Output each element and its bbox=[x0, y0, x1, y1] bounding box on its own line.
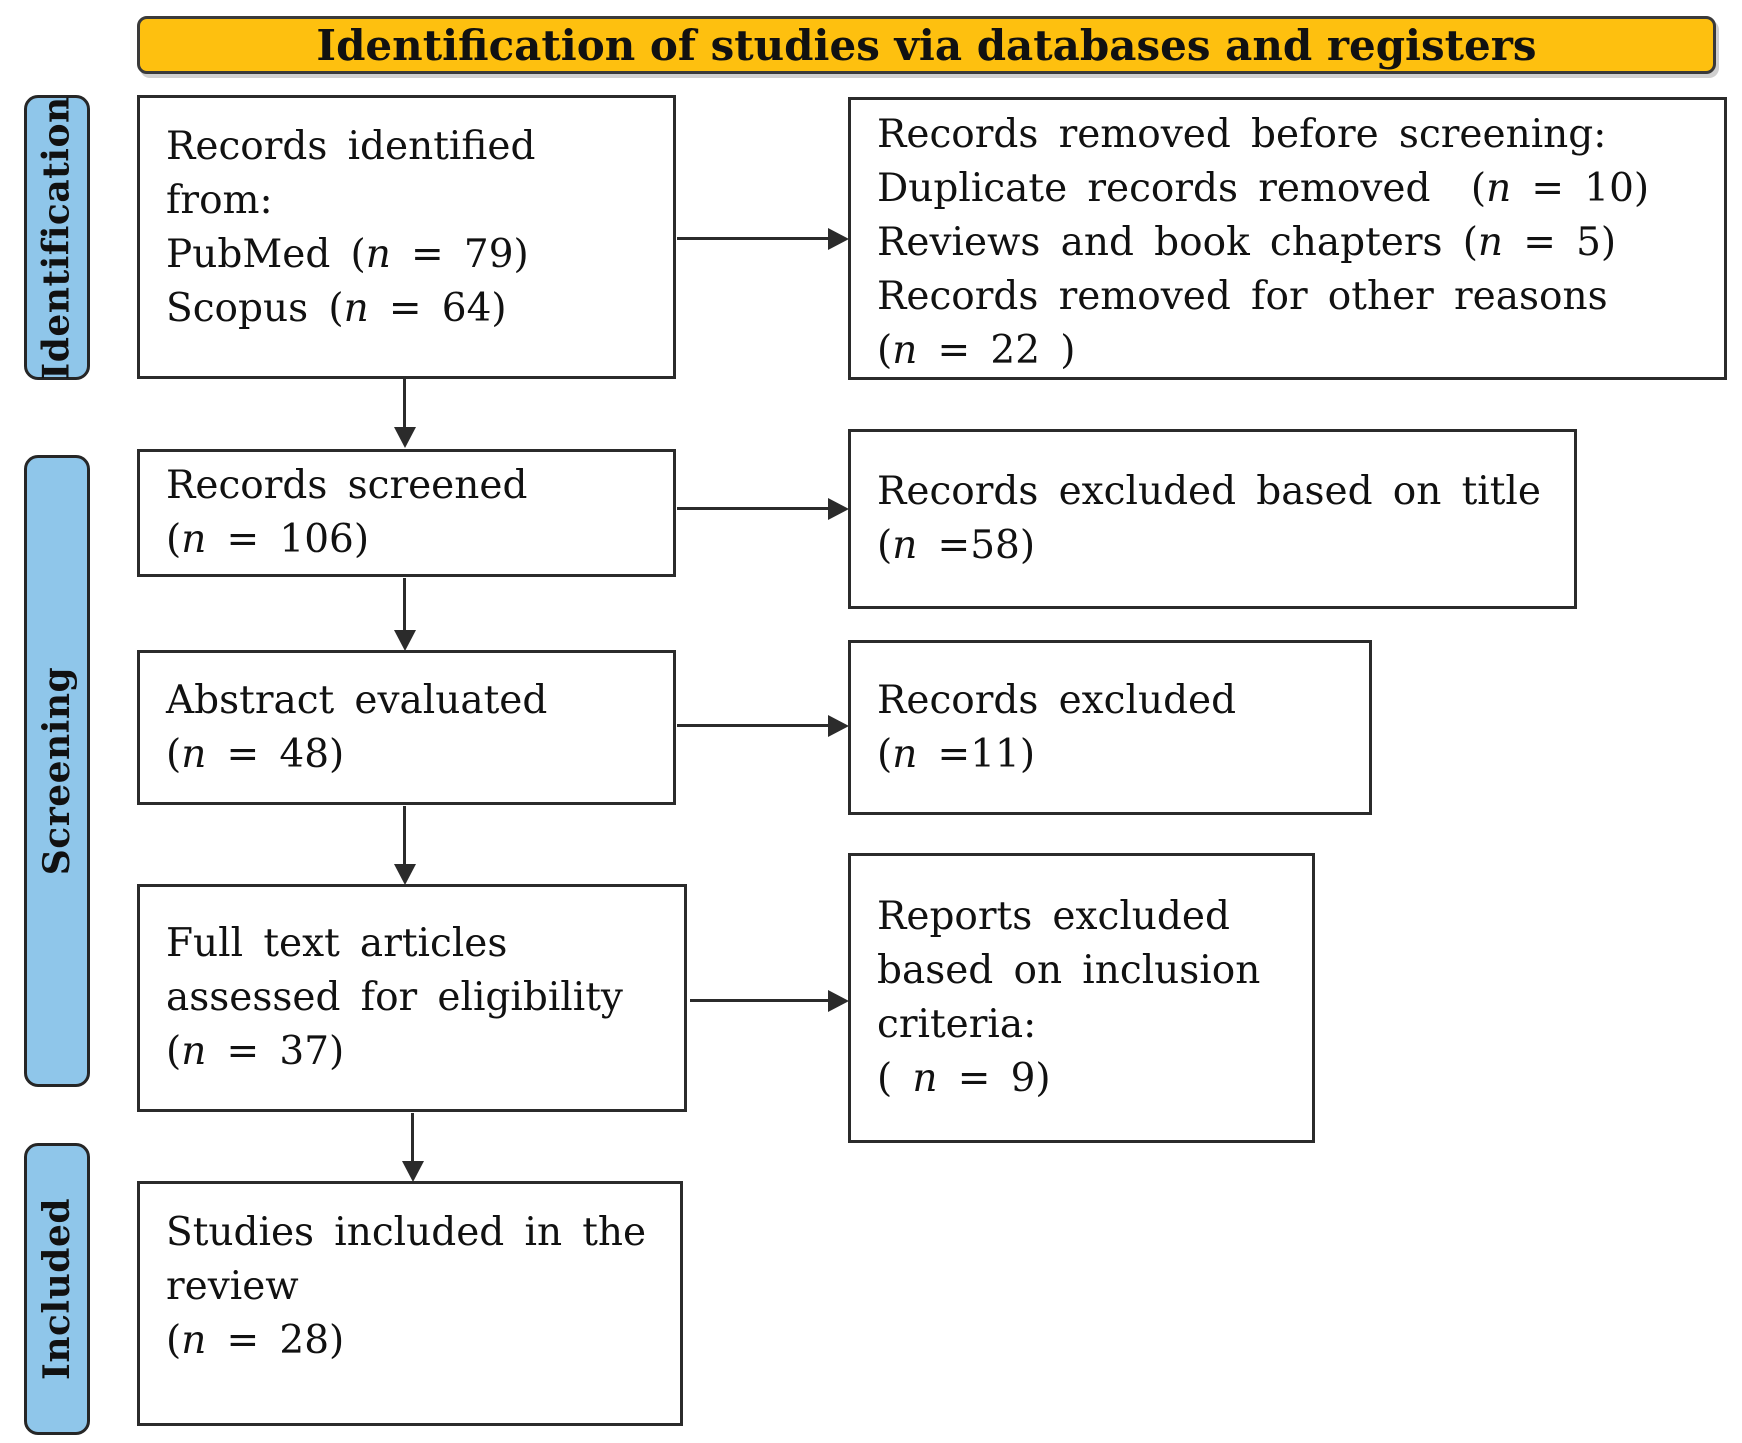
box-records-excluded-title: Records excluded based on title (n =58) bbox=[848, 429, 1577, 609]
n-symbol: n bbox=[1477, 220, 1504, 265]
count-pre: ( bbox=[877, 1056, 913, 1101]
count-post: =11) bbox=[917, 731, 1036, 777]
box-records-excluded-abstract: Records excluded (n =11) bbox=[848, 640, 1372, 815]
arrow-fulltext-to-reports-excluded bbox=[690, 999, 830, 1002]
full-text-count: (n = 37) bbox=[166, 1025, 674, 1079]
box-reports-excluded: Reports excluded based on inclusion crit… bbox=[848, 853, 1315, 1143]
stage-label-identification: Identification bbox=[24, 95, 90, 380]
records-identified-pubmed: PubMed (n = 79) bbox=[166, 228, 663, 282]
other-count: = 22 ) bbox=[917, 328, 1076, 373]
removed-duplicates: Duplicate records removed (n = 10) bbox=[877, 162, 1714, 216]
removed-before-line1: Records removed before screening: bbox=[877, 112, 1607, 157]
pubmed-count: = 79) bbox=[390, 232, 529, 277]
records-identified-line2: from: bbox=[166, 178, 273, 223]
full-text-line1: Full text articles bbox=[166, 921, 508, 966]
count-post: =58) bbox=[917, 523, 1036, 568]
rev-count: = 5) bbox=[1503, 220, 1617, 265]
n-symbol: n bbox=[892, 523, 918, 568]
stage-label-screening-text: Screening bbox=[36, 666, 79, 876]
excluded-title-count: (n =58) bbox=[877, 519, 1564, 573]
stage-label-screening: Screening bbox=[24, 455, 90, 1087]
reports-excluded-line1: Reports excluded bbox=[877, 894, 1230, 939]
arrowhead-right-icon bbox=[828, 990, 849, 1012]
excluded-abstract-line1: Records excluded bbox=[877, 677, 1237, 723]
arrowhead-down-icon bbox=[402, 1161, 424, 1182]
removed-reviews-chapters: Reviews and book chapters (n = 5) bbox=[877, 216, 1714, 270]
records-screened-line1: Records screened bbox=[166, 463, 528, 508]
n-symbol: n bbox=[181, 1318, 207, 1363]
reports-excluded-count: ( n = 9) bbox=[877, 1052, 1302, 1106]
reports-excluded-line2: based on inclusion bbox=[877, 948, 1261, 993]
abstract-evaluated-line1: Abstract evaluated bbox=[166, 677, 548, 723]
count-pre: ( bbox=[166, 731, 182, 777]
count-post: = 28) bbox=[206, 1318, 345, 1363]
arrow-identified-to-screened bbox=[403, 379, 406, 429]
records-identified-scopus: Scopus (n = 64) bbox=[166, 282, 663, 336]
studies-included-line2: review bbox=[166, 1264, 299, 1309]
removed-other-count: (n = 22 ) bbox=[877, 324, 1714, 378]
arrow-screened-to-abstract bbox=[403, 578, 406, 632]
box-records-removed-before-screening: Records removed before screening: Duplic… bbox=[848, 97, 1727, 380]
rev-pre: Reviews and book chapters ( bbox=[877, 220, 1478, 265]
count-pre: ( bbox=[166, 1318, 182, 1363]
n-symbol: n bbox=[912, 1056, 938, 1101]
other-pre: ( bbox=[877, 328, 893, 373]
n-symbol: n bbox=[343, 286, 369, 331]
n-symbol: n bbox=[365, 232, 391, 277]
arrow-abstract-to-fulltext bbox=[403, 806, 406, 866]
arrowhead-down-icon bbox=[394, 864, 416, 885]
stage-label-included: Included bbox=[24, 1143, 90, 1435]
dup-count: = 10) bbox=[1511, 166, 1650, 211]
arrow-fulltext-to-included bbox=[411, 1113, 414, 1163]
n-symbol: n bbox=[892, 328, 918, 373]
title-banner: Identification of studies via databases … bbox=[137, 16, 1716, 74]
records-screened-count: (n = 106) bbox=[166, 513, 663, 567]
arrow-identified-to-removed bbox=[677, 237, 830, 240]
count-post: = 106) bbox=[206, 517, 370, 562]
scopus-pre: Scopus ( bbox=[166, 286, 344, 331]
stage-label-included-text: Included bbox=[36, 1197, 78, 1381]
excluded-title-line1: Records excluded based on title bbox=[877, 469, 1541, 514]
n-symbol: n bbox=[181, 731, 207, 777]
arrow-screened-to-excluded-title bbox=[677, 507, 830, 510]
count-pre: ( bbox=[166, 517, 182, 562]
arrowhead-right-icon bbox=[828, 228, 849, 250]
studies-included-line1: Studies included in the bbox=[166, 1210, 647, 1255]
arrowhead-right-icon bbox=[828, 715, 849, 737]
box-studies-included: Studies included in the review (n = 28) bbox=[137, 1181, 683, 1426]
count-post: = 9) bbox=[937, 1056, 1051, 1101]
arrowhead-down-icon bbox=[394, 630, 416, 651]
n-symbol: n bbox=[181, 1029, 207, 1074]
arrow-abstract-to-excluded bbox=[677, 724, 830, 727]
box-records-screened: Records screened (n = 106) bbox=[137, 449, 676, 577]
n-symbol: n bbox=[892, 731, 918, 777]
diagram-title: Identification of studies via databases … bbox=[316, 20, 1537, 70]
count-post: = 48) bbox=[206, 731, 345, 777]
count-post: = 37) bbox=[206, 1029, 345, 1074]
count-pre: ( bbox=[877, 523, 893, 568]
count-pre: ( bbox=[166, 1029, 182, 1074]
full-text-line2: assessed for eligibility bbox=[166, 975, 623, 1020]
n-symbol: n bbox=[181, 517, 207, 562]
removed-other-reasons: Records removed for other reasons bbox=[877, 274, 1608, 319]
pubmed-pre: PubMed ( bbox=[166, 232, 366, 277]
studies-included-count: (n = 28) bbox=[166, 1314, 670, 1368]
abstract-evaluated-count: (n = 48) bbox=[166, 728, 663, 782]
dup-pre: Duplicate records removed ( bbox=[877, 166, 1487, 211]
count-pre: ( bbox=[877, 731, 893, 777]
arrowhead-down-icon bbox=[394, 427, 416, 448]
box-records-identified: Records identified from: PubMed (n = 79)… bbox=[137, 95, 676, 379]
box-abstract-evaluated: Abstract evaluated (n = 48) bbox=[137, 650, 676, 805]
records-identified-line1: Records identified bbox=[166, 124, 536, 169]
stage-label-identification-text: Identification bbox=[36, 95, 79, 380]
reports-excluded-line3: criteria: bbox=[877, 1002, 1037, 1047]
arrowhead-right-icon bbox=[828, 498, 849, 520]
box-full-text-assessed: Full text articles assessed for eligibil… bbox=[137, 884, 687, 1112]
scopus-count: = 64) bbox=[368, 286, 507, 331]
excluded-abstract-count: (n =11) bbox=[877, 728, 1359, 782]
n-symbol: n bbox=[1486, 166, 1512, 211]
